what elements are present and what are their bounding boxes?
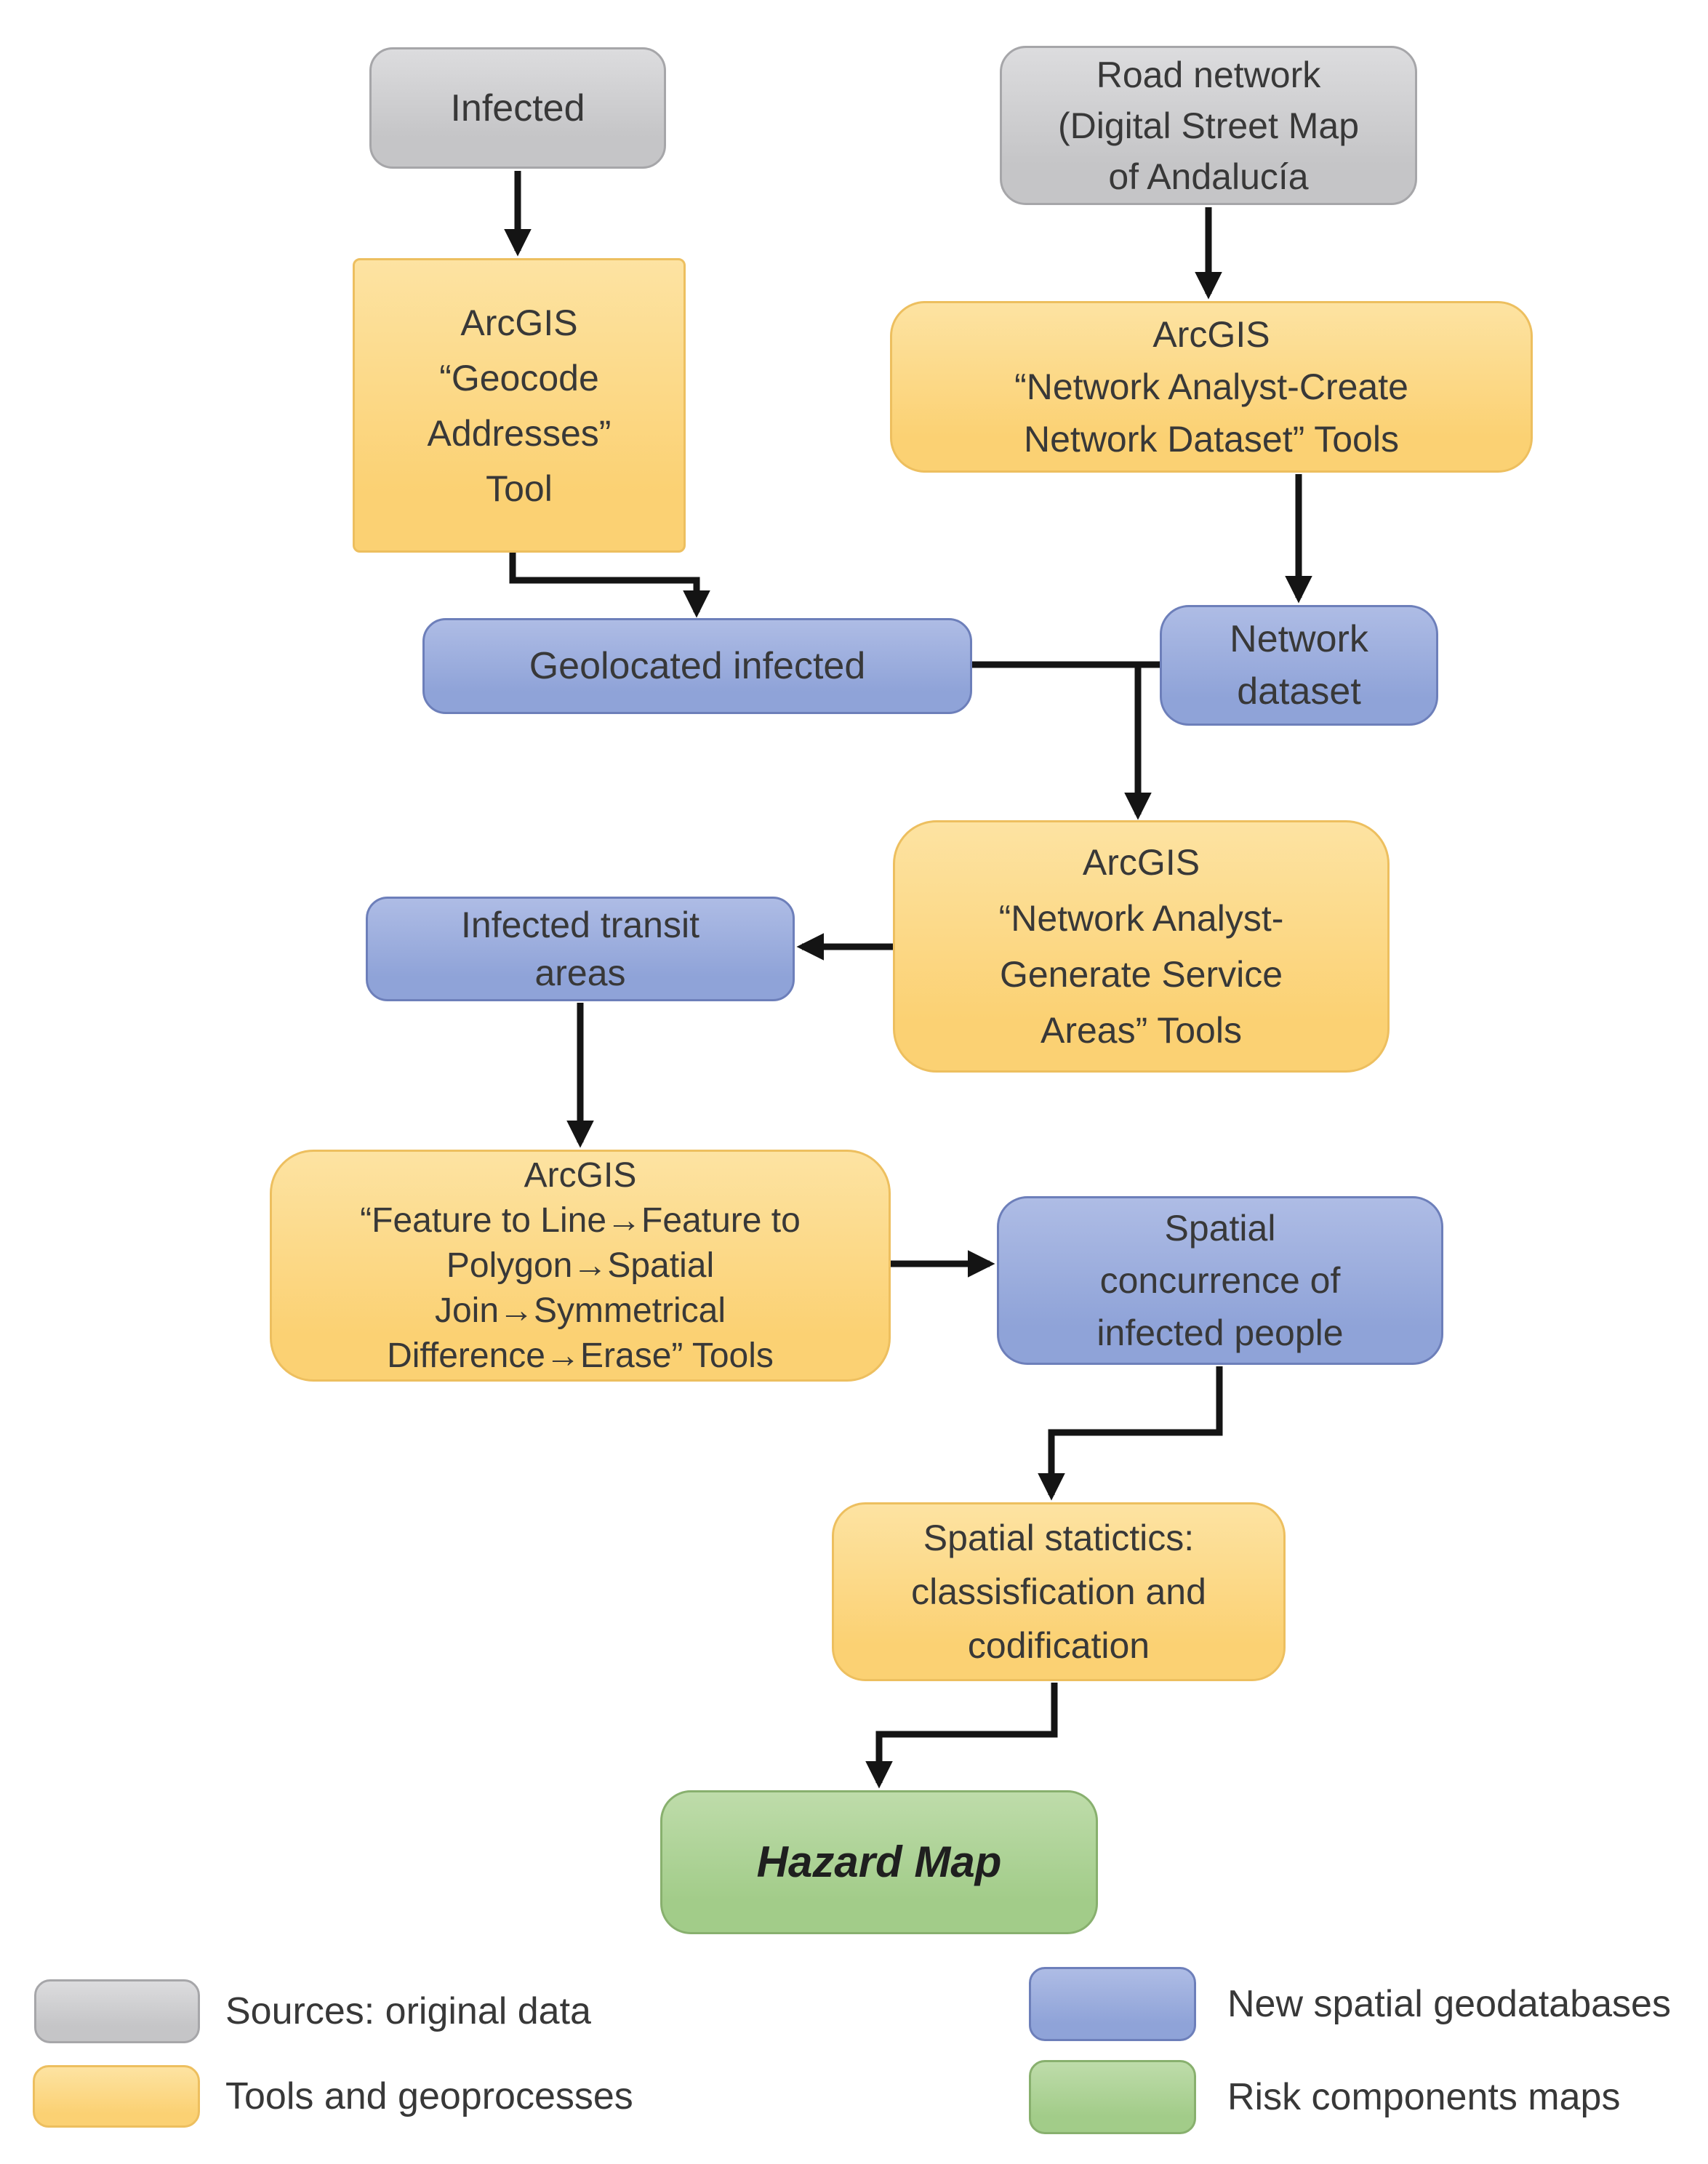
legend-swatch-riskmaps [1029, 2060, 1196, 2134]
node-road-network: Road network (Digital Street Map of Anda… [1000, 46, 1417, 205]
node-infected-transit-areas: Infected transit areas [366, 897, 795, 1001]
legend-label-tools: Tools and geoprocesses [225, 2075, 633, 2117]
node-geolocated-infected: Geolocated infected [422, 618, 972, 714]
node-spatial-concurrence: Spatial concurrence of infected people [997, 1196, 1443, 1365]
legend-label-riskmaps: Risk components maps [1227, 2076, 1621, 2118]
arrow-statistics-to-hazardmap [865, 1683, 1058, 1789]
node-hazard-map: Hazard Map [660, 1790, 1098, 1934]
node-generate-service-areas-tool: ArcGIS “Network Analyst- Generate Servic… [893, 820, 1390, 1073]
legend-swatch-geodatabases [1029, 1967, 1196, 2041]
arrow-geocode-to-geolocated [509, 553, 710, 618]
legend-label-sources: Sources: original data [225, 1990, 591, 2032]
legend-swatch-tools [33, 2065, 200, 2128]
node-create-network-dataset-tool: ArcGIS “Network Analyst-Create Network D… [890, 301, 1533, 473]
node-geocode-addresses-tool: ArcGIS “Geocode Addresses” Tool [353, 258, 686, 553]
arrow-concurrence-to-statistics [1038, 1366, 1223, 1501]
node-network-dataset: Network dataset [1160, 605, 1438, 726]
node-infected: Infected [369, 47, 666, 169]
legend-label-geodatabases: New spatial geodatabases [1227, 1983, 1671, 2025]
node-spatial-statistics: Spatial statictics: classisfication and … [832, 1502, 1286, 1681]
legend-swatch-sources [34, 1979, 200, 2043]
node-feature-tools: ArcGIS “Feature to Line→Feature to Polyg… [270, 1150, 891, 1382]
